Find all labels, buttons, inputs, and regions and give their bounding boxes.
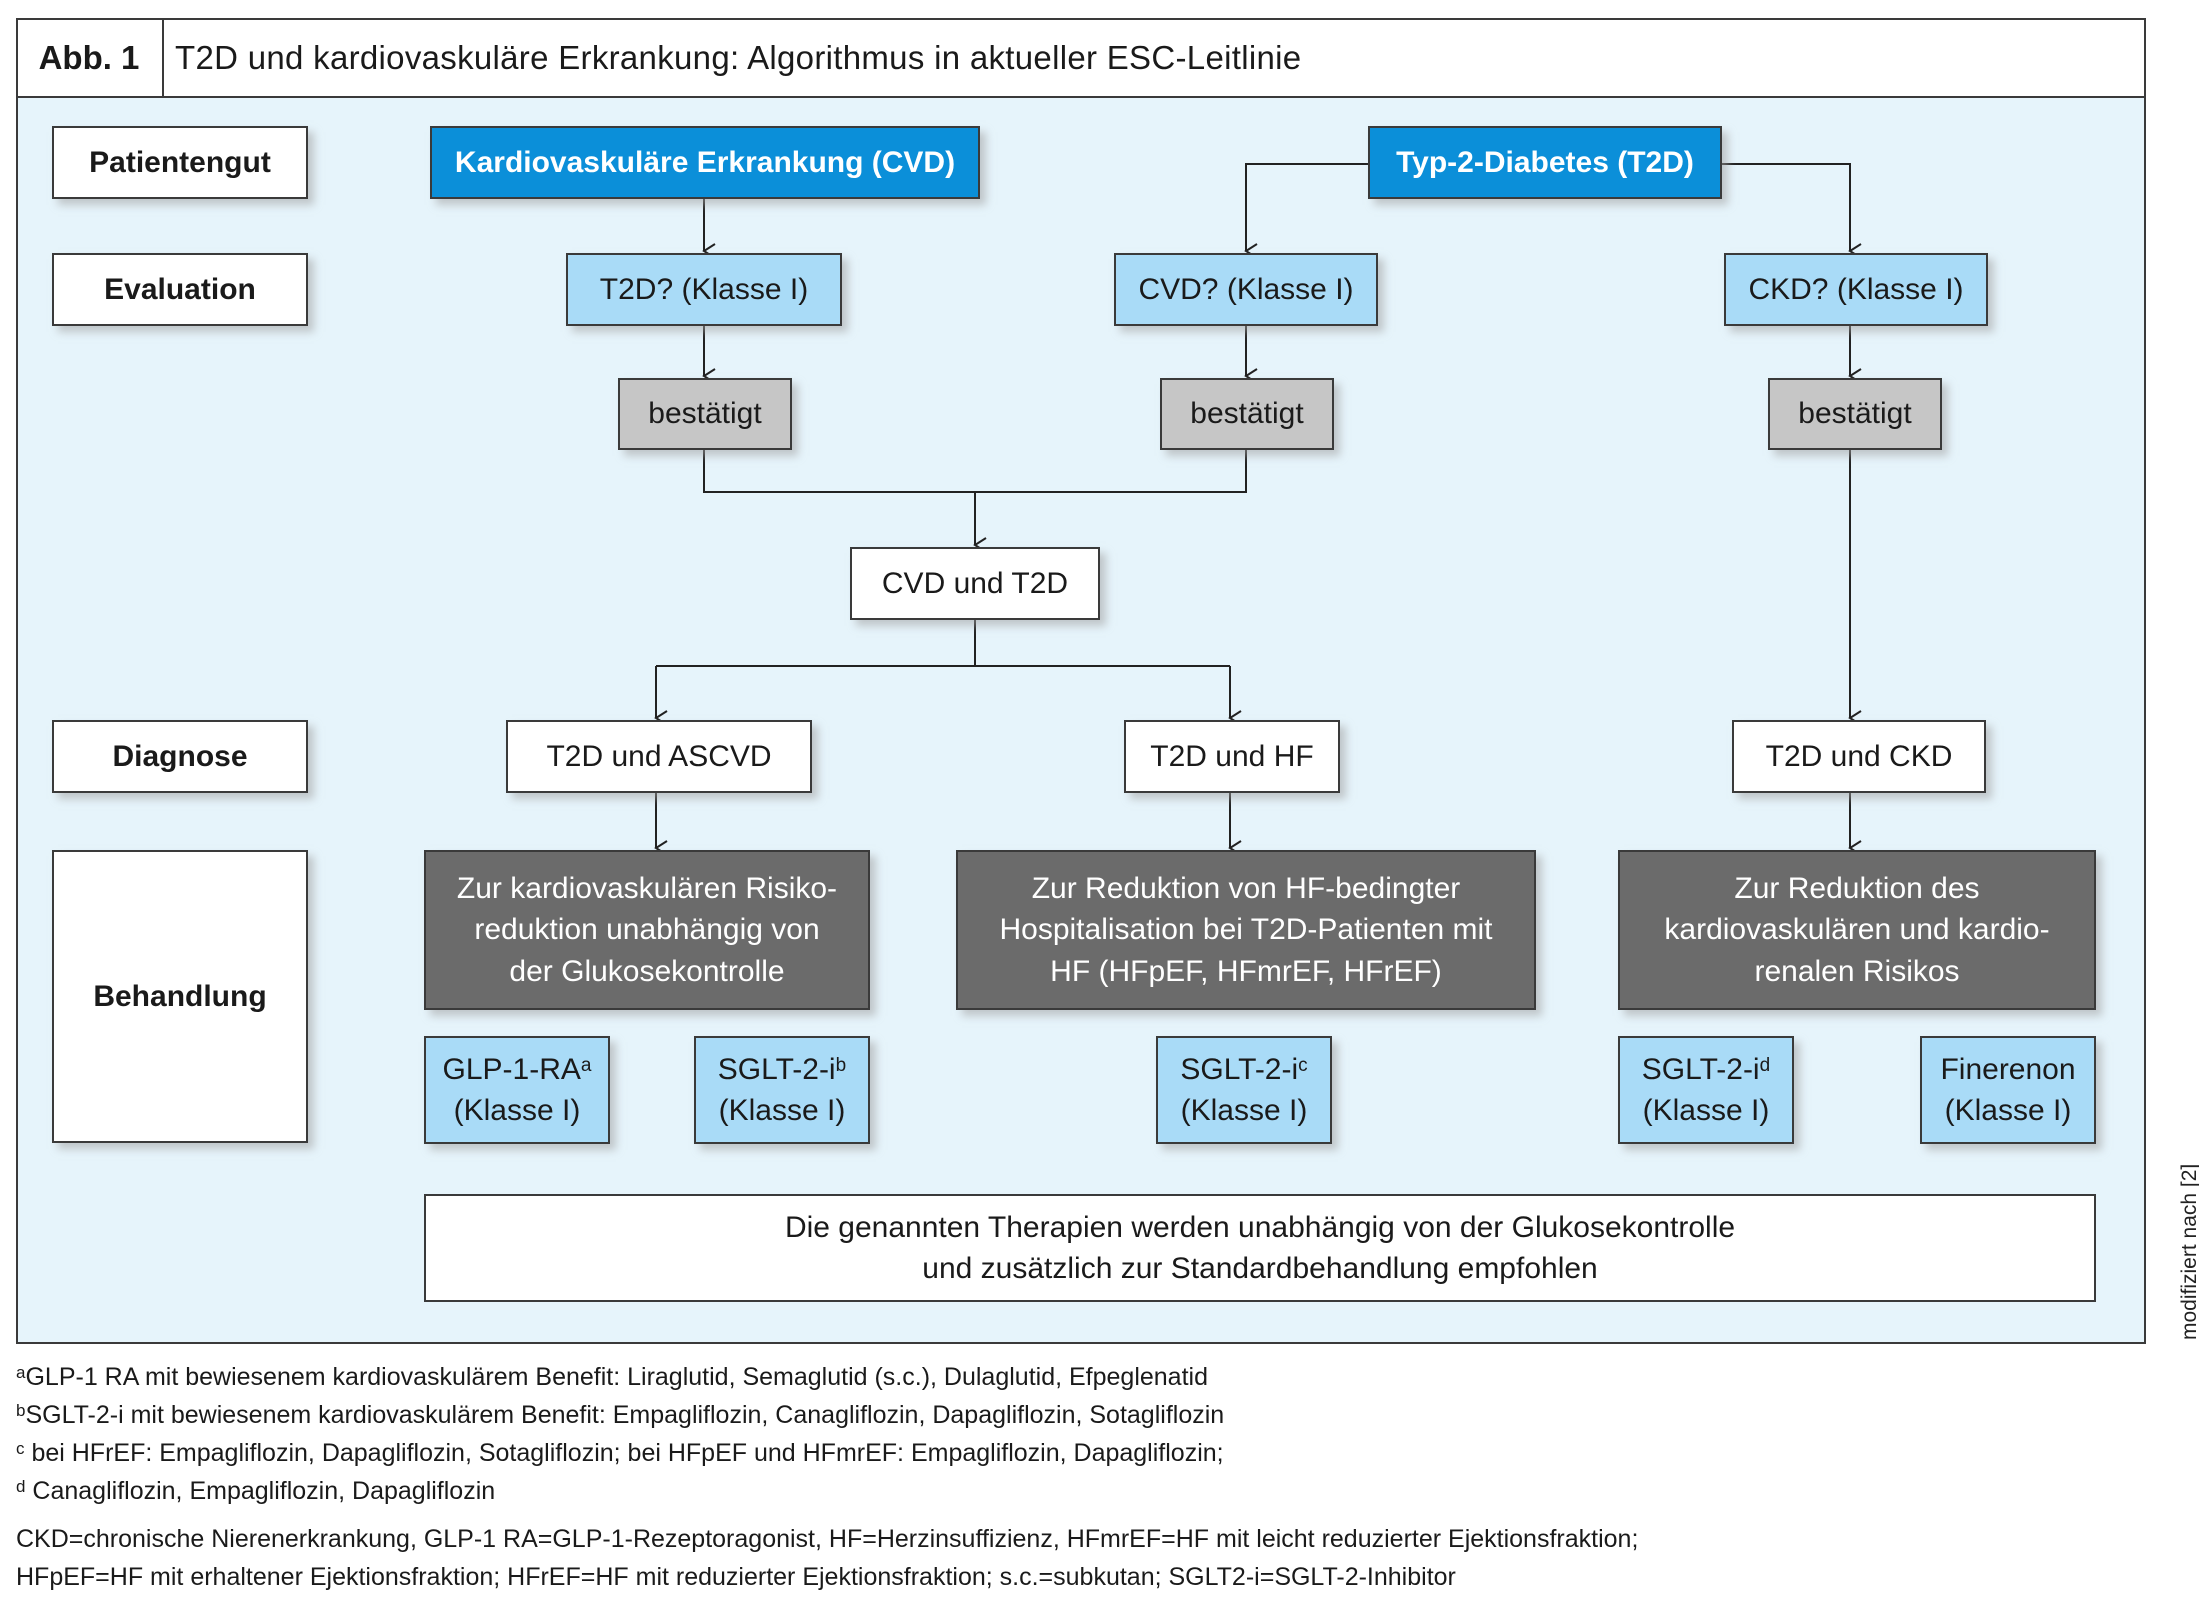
source-side-note: modifiziert nach [2] (2178, 1163, 2199, 1340)
row-label-diagnosis: Diagnose (52, 720, 308, 793)
diagnosis-ascvd-box: T2D und ASCVD (506, 720, 812, 793)
patients-cvd-box: Kardiovaskuläre Erkrankung (CVD) (430, 126, 980, 199)
confirmed-right-box: bestätigt (1768, 378, 1942, 450)
goal-ckd-line: kardiovaskulären und kardio- (1664, 913, 2050, 947)
therapy-name: SGLT-2-ic (1180, 1052, 1308, 1086)
footnote-b: bSGLT-2-i mit bewiesenem kardiovaskuläre… (16, 1401, 1225, 1429)
evaluation-cvd-box: CVD? (Klasse I) (1114, 253, 1378, 326)
patients-t2d-box: Typ-2-Diabetes (T2D) (1368, 126, 1722, 199)
note-line: und zusätzlich zur Standardbehandlung em… (922, 1252, 1598, 1285)
evaluation-ckd-box: CKD? (Klasse I) (1724, 253, 1988, 326)
therapy-class: (Klasse I) (453, 1094, 581, 1127)
confirmed-middle-box: bestätigt (1160, 378, 1334, 450)
therapy-name: GLP-1-RAa (442, 1052, 592, 1086)
figure-number: Abb. 1 (16, 18, 164, 98)
confirmed-left-box: bestätigt (618, 378, 792, 450)
goal-ascvd-box: Zur kardiovaskulären Risiko- reduktion u… (424, 850, 870, 1010)
goal-ckd-box: Zur Reduktion des kardiovaskulären und k… (1618, 850, 2096, 1010)
diagnosis-ckd-box: T2D und CKD (1732, 720, 1986, 793)
goal-hf-line: HF (HFpEF, HFmrEF, HFrEF) (1050, 954, 1442, 988)
evaluation-t2d-box: T2D? (Klasse I) (566, 253, 842, 326)
therapy-sglt2-b-box: SGLT-2-ib (Klasse I) (694, 1036, 870, 1144)
therapy-finerenon-box: Finerenon (Klasse I) (1920, 1036, 2096, 1144)
footnote-mark: d (1759, 1054, 1771, 1076)
therapy-class: (Klasse I) (1944, 1094, 2072, 1127)
combined-cvd-t2d-box: CVD und T2D (850, 547, 1100, 620)
footnote-mark: b (835, 1054, 847, 1076)
goal-hf-box: Zur Reduktion von HF-bedingter Hospitali… (956, 850, 1536, 1010)
footnote-c: c bei HFrEF: Empagliflozin, Dapagliflozi… (16, 1439, 1224, 1467)
recommendation-note-box: Die genannten Therapien werden unabhängi… (424, 1194, 2096, 1302)
therapy-class: (Klasse I) (1180, 1094, 1308, 1127)
footnote-mark: b (16, 1401, 26, 1420)
footnote-mark: a (16, 1363, 26, 1382)
goal-ascvd-line: Zur kardiovaskulären Risiko- (456, 871, 838, 905)
goal-ckd-line: Zur Reduktion des (1734, 871, 1980, 905)
footnote-mark: c (1298, 1054, 1308, 1076)
footnote-mark: a (580, 1054, 592, 1076)
footnote-mark: c (16, 1439, 25, 1458)
abbreviations-line: HFpEF=HF mit erhaltener Ejektionsfraktio… (16, 1563, 1456, 1591)
row-label-patients: Patientengut (52, 126, 308, 199)
footnote-mark: d (16, 1477, 26, 1496)
goal-ckd-line: renalen Risikos (1754, 954, 1960, 988)
figure-header (16, 18, 2146, 98)
therapy-glp1-box: GLP-1-RAa (Klasse I) (424, 1036, 610, 1144)
goal-hf-line: Zur Reduktion von HF-bedingter (1031, 871, 1461, 905)
therapy-name: SGLT-2-ib (717, 1052, 847, 1086)
therapy-class: (Klasse I) (1642, 1094, 1770, 1127)
goal-ascvd-line: der Glukosekontrolle (509, 954, 785, 988)
therapy-name: SGLT-2-id (1641, 1052, 1771, 1086)
goal-ascvd-line: reduktion unabhängig von (474, 913, 820, 947)
row-label-treatment: Behandlung (52, 850, 308, 1143)
figure-title: T2D und kardiovaskuläre Erkrankung: Algo… (175, 39, 1302, 76)
goal-hf-line: Hospitalisation bei T2D-Patienten mit (999, 913, 1493, 947)
therapy-sglt2-d-box: SGLT-2-id (Klasse I) (1618, 1036, 1794, 1144)
diagnosis-hf-box: T2D und HF (1124, 720, 1340, 793)
therapy-sglt2-c-box: SGLT-2-ic (Klasse I) (1156, 1036, 1332, 1144)
therapy-name: Finerenon (1940, 1052, 2076, 1086)
row-label-evaluation: Evaluation (52, 253, 308, 326)
therapy-class: (Klasse I) (718, 1094, 846, 1127)
footnote-a: aGLP-1 RA mit bewiesenem kardiovaskuläre… (16, 1363, 1208, 1391)
note-line: Die genannten Therapien werden unabhängi… (784, 1210, 1736, 1244)
abbreviations-line: CKD=chronische Nierenerkrankung, GLP-1 R… (16, 1525, 1639, 1553)
footnote-d: d Canagliflozin, Empagliflozin, Dapaglif… (16, 1477, 496, 1505)
